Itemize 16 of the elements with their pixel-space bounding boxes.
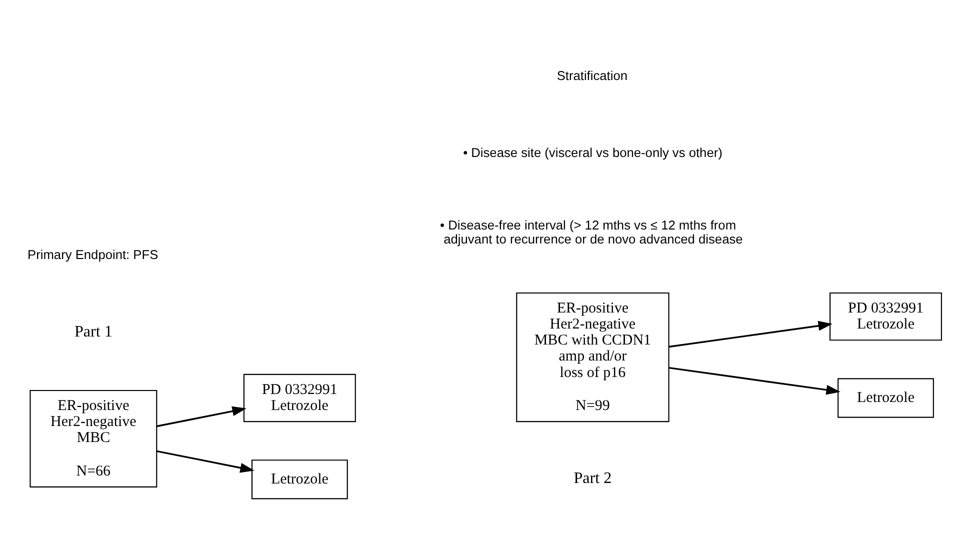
- label: Part 2: [574, 470, 612, 488]
- arrow: [668, 320, 832, 348]
- node-box: Letrozole: [251, 460, 348, 500]
- label: Primary Endpoint: PFS: [28, 246, 158, 262]
- arrow: [668, 366, 840, 395]
- arrow: [156, 450, 254, 473]
- label: • Disease site (visceral vs bone-only vs other): [463, 145, 722, 160]
- node-box: PD 0332991 Letrozole: [830, 292, 942, 341]
- label: Stratification: [556, 68, 628, 83]
- arrow: [156, 406, 246, 428]
- node-box: Letrozole: [838, 378, 934, 418]
- label: Part 1: [74, 323, 112, 340]
- node-box: ER-positive Her2-negative MBC with CCDN1 amp and/or loss of p16 N=99: [516, 292, 670, 422]
- node-box: PD 0332991 Letrozole: [243, 374, 356, 422]
- label: • Disease-free interval (> 12 mths vs ≤ 12 mths from adjuvant to recurrence or de novo advanced disease: [440, 217, 743, 246]
- node-box: ER-positive Her2-negative MBC N=66: [30, 390, 158, 488]
